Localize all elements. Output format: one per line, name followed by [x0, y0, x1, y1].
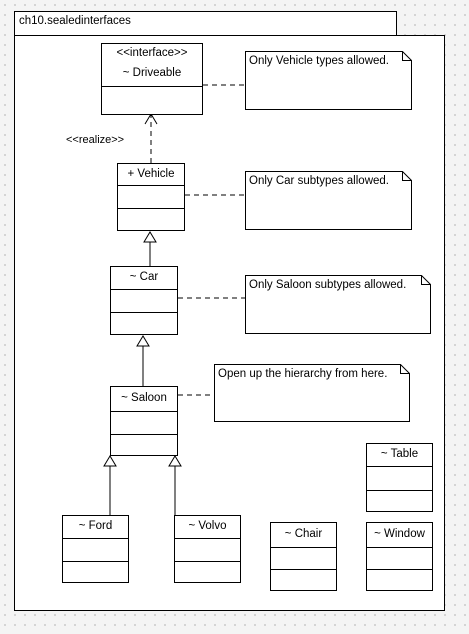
saloon-name: ~ Saloon: [121, 392, 167, 404]
chair-name: ~ Chair: [284, 528, 323, 540]
note-open-hierarchy[interactable]: Open up the hierarchy from here.: [214, 364, 410, 422]
note-open-hierarchy-text: Open up the hierarchy from here.: [218, 368, 388, 380]
car-operations: [111, 312, 177, 334]
table-name: ~ Table: [380, 448, 419, 460]
package-name: ch10.sealedinterfaces: [19, 15, 131, 27]
saloon-attributes: [111, 411, 177, 434]
ford-operations: [63, 561, 128, 582]
saloon-operations: [111, 434, 177, 455]
note-saloon-subtypes-text: Only Saloon subtypes allowed.: [249, 279, 407, 291]
table-operations: [367, 490, 432, 511]
vehicle-attributes: [118, 185, 184, 208]
note-car-subtypes-text: Only Car subtypes allowed.: [249, 175, 389, 187]
window-attributes: [367, 547, 432, 569]
window-operations: [367, 569, 432, 590]
chair-attributes: [271, 547, 336, 569]
note-shape: [245, 171, 412, 230]
note-vehicle-types-text: Only Vehicle types allowed.: [249, 55, 389, 67]
class-table[interactable]: ~ Table: [366, 443, 433, 512]
ford-name: ~ Ford: [78, 520, 113, 532]
car-attributes: [111, 289, 177, 312]
note-shape: [245, 275, 431, 334]
driveable-name: ~ Driveable: [122, 67, 182, 79]
volvo-attributes: [175, 538, 240, 561]
class-volvo[interactable]: ~ Volvo: [174, 515, 241, 583]
note-vehicle-types[interactable]: Only Vehicle types allowed.: [245, 51, 412, 110]
realize-label: <<realize>>: [66, 134, 125, 146]
window-name: ~ Window: [374, 528, 425, 540]
class-window[interactable]: ~ Window: [366, 522, 433, 591]
class-ford[interactable]: ~ Ford: [62, 515, 129, 583]
class-car[interactable]: ~ Car: [110, 266, 178, 335]
vehicle-name: + Vehicle: [127, 168, 175, 180]
note-shape: [214, 364, 410, 422]
chair-operations: [271, 569, 336, 590]
table-attributes: [367, 466, 432, 490]
driveable-stereotype: <<interface>>: [116, 47, 188, 59]
class-vehicle[interactable]: + Vehicle: [117, 163, 185, 231]
driveable-attributes: [102, 86, 202, 108]
class-chair[interactable]: ~ Chair: [270, 522, 337, 591]
ford-attributes: [63, 538, 128, 561]
package-tab[interactable]: ch10.sealedinterfaces: [14, 11, 397, 37]
vehicle-operations: [118, 208, 184, 230]
interface-driveable[interactable]: <<interface>> ~ Driveable: [101, 43, 203, 115]
volvo-name: ~ Volvo: [188, 520, 227, 532]
note-shape: [245, 51, 412, 110]
car-name: ~ Car: [129, 271, 159, 283]
volvo-operations: [175, 561, 240, 582]
note-saloon-subtypes[interactable]: Only Saloon subtypes allowed.: [245, 275, 431, 334]
class-saloon[interactable]: ~ Saloon: [110, 386, 178, 456]
note-car-subtypes[interactable]: Only Car subtypes allowed.: [245, 171, 412, 230]
